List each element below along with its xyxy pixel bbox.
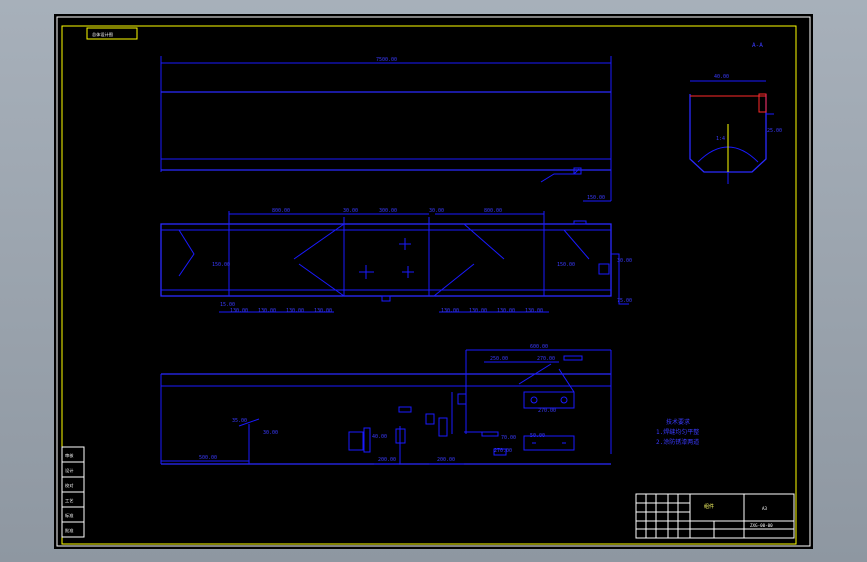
mid-bottom-dimension: 15.00 bbox=[220, 302, 235, 308]
material-label: A3 bbox=[762, 506, 768, 511]
bottom-small-dimension: 35.00 bbox=[232, 418, 247, 424]
mid-bottom-dimension: 130.00 bbox=[497, 308, 515, 314]
strip-label: 工艺 bbox=[65, 498, 73, 503]
left-strip: 审核 设计 校对 工艺 标准 批准 bbox=[61, 446, 85, 538]
drawing-canvas: 总体设计图 审核 设计 校对 工艺 标准 批准 7500.00 bbox=[56, 16, 811, 547]
section-label: A-A bbox=[752, 42, 763, 49]
mid-bottom-dimension: 130.00 bbox=[258, 308, 276, 314]
mid-top-dimension: 300.00 bbox=[379, 208, 397, 214]
bottom-mid-dimension: 70.00 bbox=[501, 435, 516, 441]
bottom-top-dimension: 600.00 bbox=[530, 344, 548, 350]
mid-top-dimension: 800.00 bbox=[484, 208, 502, 214]
bottom-lower-dimension: 200.00 bbox=[378, 457, 396, 463]
bottom-mid-dimension: 270.00 bbox=[538, 408, 556, 414]
drawing-number: ZXG-00-00 bbox=[750, 523, 773, 528]
strip-label: 批准 bbox=[65, 527, 73, 534]
mid-left-height: 150.00 bbox=[212, 262, 230, 268]
bottom-view[interactable]: 600.00 250.00 270.00 270.00 70.00 50.00 … bbox=[160, 344, 612, 465]
bottom-left-dimension: 500.00 bbox=[199, 455, 217, 461]
section-width-dimension: 40.00 bbox=[714, 74, 729, 80]
drawing-sheet[interactable]: 总体设计图 审核 设计 校对 工艺 标准 批准 7500.00 bbox=[54, 14, 813, 549]
mid-right-height: 150.00 bbox=[557, 262, 575, 268]
bottom-small-dimension: 30.00 bbox=[263, 430, 278, 436]
strip-label: 设计 bbox=[65, 467, 73, 474]
right-dimension: 150.00 bbox=[587, 195, 605, 201]
mid-bottom-dimension: 130.00 bbox=[441, 308, 459, 314]
bottom-lower-dimension: 200.00 bbox=[437, 457, 455, 463]
section-view[interactable]: A-A 40.00 25.00 1:4 bbox=[689, 42, 782, 184]
drawing-name: 组件 bbox=[704, 503, 714, 510]
strip-label: 校对 bbox=[65, 482, 73, 489]
bottom-top-dimension: 270.00 bbox=[537, 356, 555, 362]
mid-top-dimension: 800.00 bbox=[272, 208, 290, 214]
header-note-box bbox=[86, 27, 138, 40]
mid-bottom-dimension: 130.00 bbox=[525, 308, 543, 314]
tech-notes-line: 1.焊缝均匀平整 bbox=[656, 428, 699, 436]
mid-bottom-dimension: 130.00 bbox=[469, 308, 487, 314]
strip-label: 审核 bbox=[65, 452, 74, 459]
bottom-lower-dimension: 270.00 bbox=[494, 448, 512, 454]
strip-label: 标准 bbox=[65, 512, 73, 519]
title-block: 组件 A3 ZXG-00-00 bbox=[635, 493, 795, 539]
top-view[interactable]: 7500.00 150.00 bbox=[160, 56, 612, 202]
middle-view[interactable]: 800.00 30.00 300.00 30.00 800.00 150.00 bbox=[160, 208, 632, 314]
mid-bottom-dimension: 130.00 bbox=[230, 308, 248, 314]
length-dimension: 7500.00 bbox=[376, 57, 397, 63]
mid-top-dimension: 30.00 bbox=[343, 208, 358, 214]
inner-frame bbox=[61, 25, 797, 545]
tech-notes-line: 2.涂防锈漆两道 bbox=[656, 438, 699, 446]
mid-bottom-dimension: 130.00 bbox=[314, 308, 332, 314]
header-note: 总体设计图 bbox=[92, 31, 113, 38]
mid-side-dimension: 75.00 bbox=[617, 298, 632, 304]
outer-frame bbox=[56, 16, 811, 547]
mid-side-dimension: 30.00 bbox=[617, 258, 632, 264]
tech-notes: 技术要求 1.焊缝均匀平整 2.涂防锈漆两道 bbox=[656, 418, 699, 446]
section-depth-dimension: 25.00 bbox=[767, 128, 782, 134]
bottom-top-dimension: 250.00 bbox=[490, 356, 508, 362]
bottom-small-dimension: 40.00 bbox=[372, 434, 387, 440]
tech-notes-title: 技术要求 bbox=[666, 418, 690, 426]
section-angle-label: 1:4 bbox=[716, 136, 725, 142]
mid-bottom-dimension: 130.00 bbox=[286, 308, 304, 314]
mid-top-dimension: 30.00 bbox=[429, 208, 444, 214]
